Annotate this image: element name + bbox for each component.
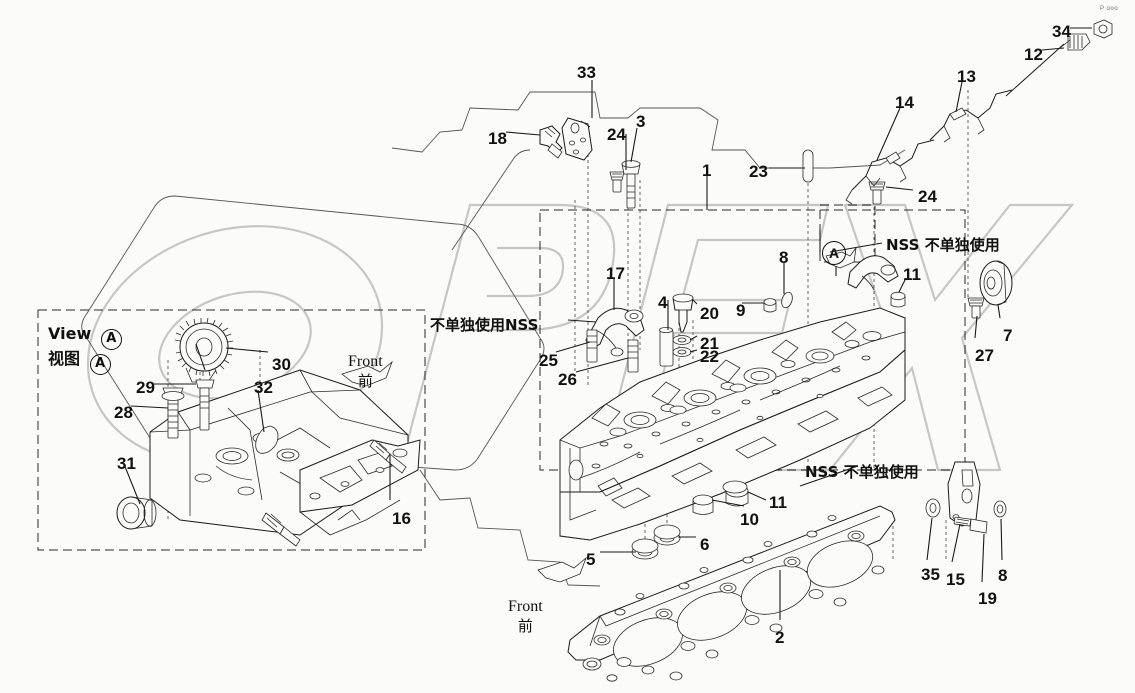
callout-number: 2 xyxy=(775,628,785,647)
note-nss-bottom: NSS 不单独使用 xyxy=(805,463,919,481)
part-24-bolt-right xyxy=(868,181,886,205)
part-11-washer-lower xyxy=(722,480,748,494)
part-10-cap xyxy=(692,494,714,515)
front-label-bottom-cn: 前 xyxy=(517,617,533,635)
callout-number: 31 xyxy=(117,454,136,473)
callout-number: 25 xyxy=(539,351,558,370)
part-16-bolts xyxy=(261,439,407,547)
callout-number: 32 xyxy=(254,378,273,397)
note-nss-top: NSS 不单独使用 xyxy=(886,236,1000,254)
front-label-bottom: Front 前 xyxy=(508,597,543,636)
part-13-fuel-line xyxy=(929,89,1013,143)
part-8-oring-lower xyxy=(993,500,1007,518)
callout-number: 6 xyxy=(700,535,710,554)
part-32-dowel xyxy=(255,425,279,454)
callout-number: 35 xyxy=(921,565,940,584)
callout-number: 28 xyxy=(114,403,133,422)
callout-number: 7 xyxy=(1003,326,1013,345)
callout-number: 15 xyxy=(946,570,965,589)
callout-number: 4 xyxy=(658,293,668,312)
part-14-fuel-line xyxy=(845,139,935,205)
view-a-cn: 视图 xyxy=(48,349,81,368)
front-label-left: Front 前 xyxy=(348,352,383,391)
part-21-22-washers xyxy=(672,335,692,357)
part-11-bracket xyxy=(847,255,899,291)
part-33-bracket xyxy=(561,117,593,161)
callout-number: 3 xyxy=(636,112,646,131)
callout-number: 29 xyxy=(136,378,155,397)
part-30-gear xyxy=(174,317,234,383)
part-19-bolt xyxy=(953,516,988,534)
callout-number: 21 xyxy=(700,334,719,353)
part-23-dowel xyxy=(802,149,814,183)
callout-number: 8 xyxy=(998,566,1008,585)
dashed-region-main xyxy=(539,209,966,471)
part-18-sensor xyxy=(539,125,563,159)
front-arrow-bottom xyxy=(537,556,587,583)
callout-number: 12 xyxy=(1024,45,1043,64)
part-11-plug-top xyxy=(890,291,906,308)
part-31-bushing xyxy=(116,496,157,530)
front-label-left-cn: 前 xyxy=(357,372,373,390)
part-7-cover xyxy=(979,260,1013,306)
section-tag-a: A xyxy=(822,241,846,265)
part-24-bolt-top xyxy=(609,171,625,193)
leader-lines xyxy=(123,27,1092,620)
view-a-circle-cn: A xyxy=(89,354,111,375)
callout-number: 27 xyxy=(975,346,994,365)
part-2-head-gasket xyxy=(567,505,896,682)
callout-number: 20 xyxy=(700,304,719,323)
part-35-washer xyxy=(925,498,941,518)
part-17-rocker-arm xyxy=(585,307,645,357)
callout-number: 8 xyxy=(779,248,789,267)
callout-number: 16 xyxy=(392,509,411,528)
part-15-bracket xyxy=(947,461,981,527)
part-detail-hinge xyxy=(597,477,623,497)
part-9-plug xyxy=(763,298,777,313)
callout-number: 9 xyxy=(736,301,746,320)
part-3-bolt xyxy=(621,160,641,209)
callout-number: 11 xyxy=(769,493,787,512)
callout-number: 14 xyxy=(895,93,914,112)
callout-number: 1 xyxy=(702,161,712,180)
callout-number: 13 xyxy=(957,67,976,86)
front-arrow-left xyxy=(341,360,393,387)
section-boundary-outline-lower xyxy=(419,469,601,587)
callout-number: 26 xyxy=(558,370,577,389)
view-a-label: View A 视图 A xyxy=(48,324,122,375)
front-label-bottom-en: Front xyxy=(508,598,543,615)
part-8-oring-top xyxy=(781,291,793,309)
note-nss-left: 不单独使用NSS xyxy=(430,316,539,334)
dashed-region-view-a xyxy=(37,309,426,551)
part-20-injector xyxy=(672,293,694,333)
view-a-circle-en: A xyxy=(100,329,122,350)
callout-number: 19 xyxy=(978,589,997,608)
section-boundary-outline xyxy=(391,91,906,169)
callout-number: 22 xyxy=(700,347,719,366)
part-12-injector-line xyxy=(1005,33,1091,97)
part-27-bolt xyxy=(967,297,985,319)
corner-mark: P ooo xyxy=(1100,6,1119,12)
callout-number: 24 xyxy=(607,125,626,144)
part-34-nut xyxy=(1093,19,1113,39)
callout-number: 24 xyxy=(918,187,937,206)
part-4-sleeve xyxy=(659,326,674,367)
cylinder-head-main xyxy=(559,307,906,541)
part-28-29-bolts xyxy=(161,379,215,439)
callout-number: 30 xyxy=(272,355,291,374)
callout-number: 5 xyxy=(586,550,596,569)
part-25-26-pins xyxy=(586,329,639,373)
view-a-en: View xyxy=(48,324,92,343)
callout-number: 18 xyxy=(488,129,507,148)
callout-number: 34 xyxy=(1052,22,1071,41)
part-5-6-seals xyxy=(631,524,681,560)
callout-number: 23 xyxy=(749,162,768,181)
front-label-left-en: Front xyxy=(348,353,383,370)
callout-number: 17 xyxy=(606,264,625,283)
outline-boundary-frame xyxy=(81,149,545,471)
callout-number: 10 xyxy=(740,510,759,529)
callout-number: 11 xyxy=(903,265,921,284)
callout-number: 33 xyxy=(577,63,596,82)
